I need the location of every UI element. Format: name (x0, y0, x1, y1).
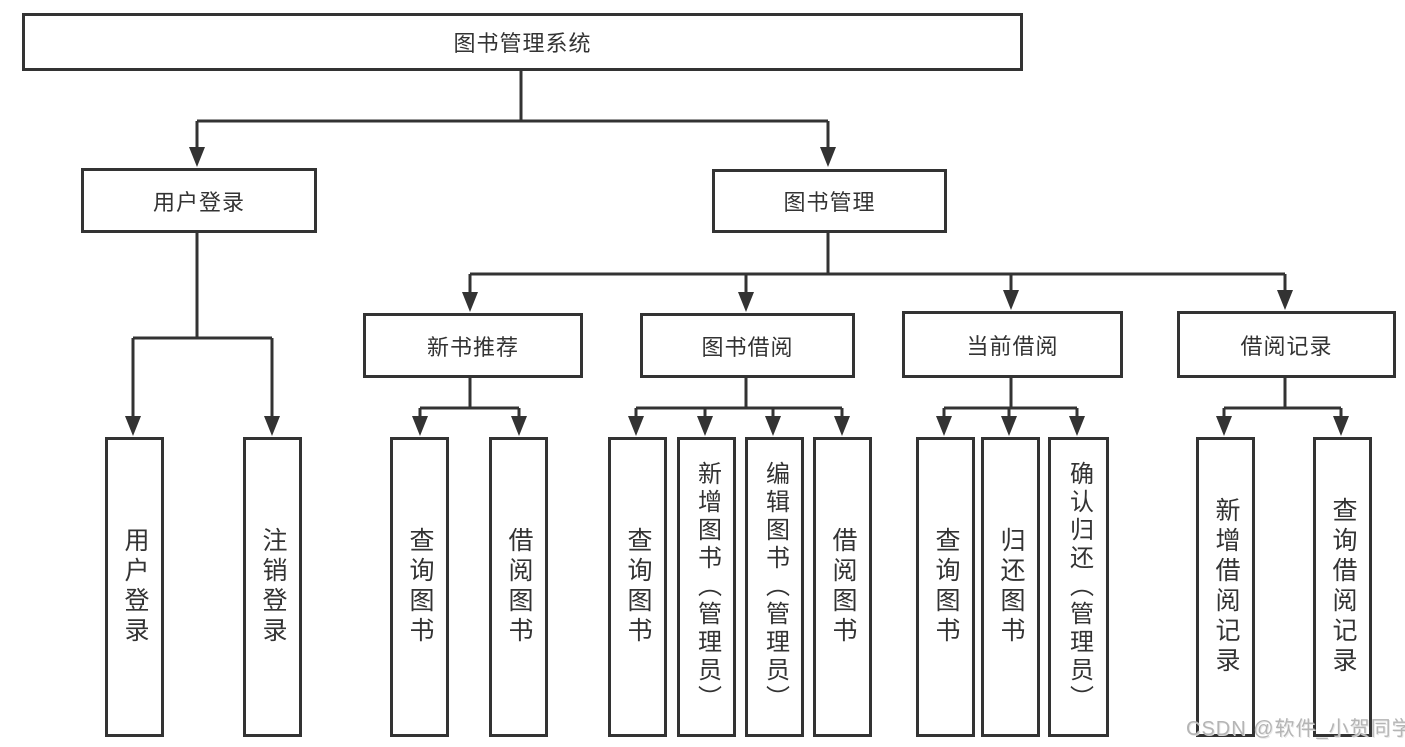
node-current-borrowing: 当前借阅 (902, 311, 1123, 378)
leaf-confirm-return-admin: 确认归还（管理员） (1048, 437, 1109, 737)
leaf-query-books-current: 查询图书 (916, 437, 975, 737)
node-user-login: 用户登录 (81, 168, 317, 233)
leaf-user-login-label: 用户登录 (121, 527, 149, 647)
leaf-query-books-current-label: 查询图书 (932, 527, 960, 647)
node-book-management: 图书管理 (712, 169, 947, 233)
node-book-management-label: 图书管理 (783, 190, 876, 215)
leaf-add-book-admin: 新增图书（管理员） (677, 437, 736, 737)
node-user-login-label: 用户登录 (152, 189, 245, 215)
leaf-add-borrow-record: 新增借阅记录 (1196, 437, 1255, 737)
node-root: 图书管理系统 (22, 13, 1023, 71)
leaf-logout-label: 注销登录 (259, 527, 287, 647)
leaf-query-borrow-record: 查询借阅记录 (1313, 437, 1372, 737)
node-borrowing-records: 借阅记录 (1177, 311, 1396, 378)
leaf-query-borrow-record-label: 查询借阅记录 (1329, 497, 1357, 677)
leaf-user-login: 用户登录 (105, 437, 164, 737)
leaf-return-books: 归还图书 (981, 437, 1040, 737)
leaf-query-books-borrowing-label: 查询图书 (624, 527, 652, 647)
leaf-borrow-books: 借阅图书 (813, 437, 872, 737)
node-book-borrowing-label: 图书借阅 (701, 334, 794, 360)
leaf-borrow-books-recommend: 借阅图书 (489, 437, 548, 737)
leaf-query-books-borrowing: 查询图书 (608, 437, 667, 737)
node-borrowing-records-label: 借阅记录 (1240, 333, 1333, 359)
leaf-query-books-recommend: 查询图书 (390, 437, 449, 737)
node-current-borrowing-label: 当前借阅 (966, 333, 1059, 359)
leaf-confirm-return-admin-label: 确认归还（管理员） (1065, 461, 1093, 713)
node-root-label: 图书管理系统 (453, 31, 592, 56)
leaf-edit-book-admin: 编辑图书（管理员） (745, 437, 804, 737)
node-book-borrowing: 图书借阅 (640, 313, 855, 378)
node-new-book-recommend: 新书推荐 (363, 313, 583, 378)
leaf-query-books-recommend-label: 查询图书 (406, 527, 434, 647)
leaf-return-books-label: 归还图书 (997, 527, 1025, 647)
node-new-book-recommend-label: 新书推荐 (426, 334, 519, 360)
leaf-logout: 注销登录 (243, 437, 302, 737)
leaf-add-borrow-record-label: 新增借阅记录 (1212, 497, 1240, 677)
leaf-add-book-admin-label: 新增图书（管理员） (693, 461, 721, 713)
leaf-borrow-books-label: 借阅图书 (829, 527, 857, 647)
leaf-edit-book-admin-label: 编辑图书（管理员） (761, 461, 789, 713)
watermark: CSDN @软件_小贺同学 (1186, 718, 1405, 740)
leaf-borrow-books-recommend-label: 借阅图书 (505, 527, 533, 647)
